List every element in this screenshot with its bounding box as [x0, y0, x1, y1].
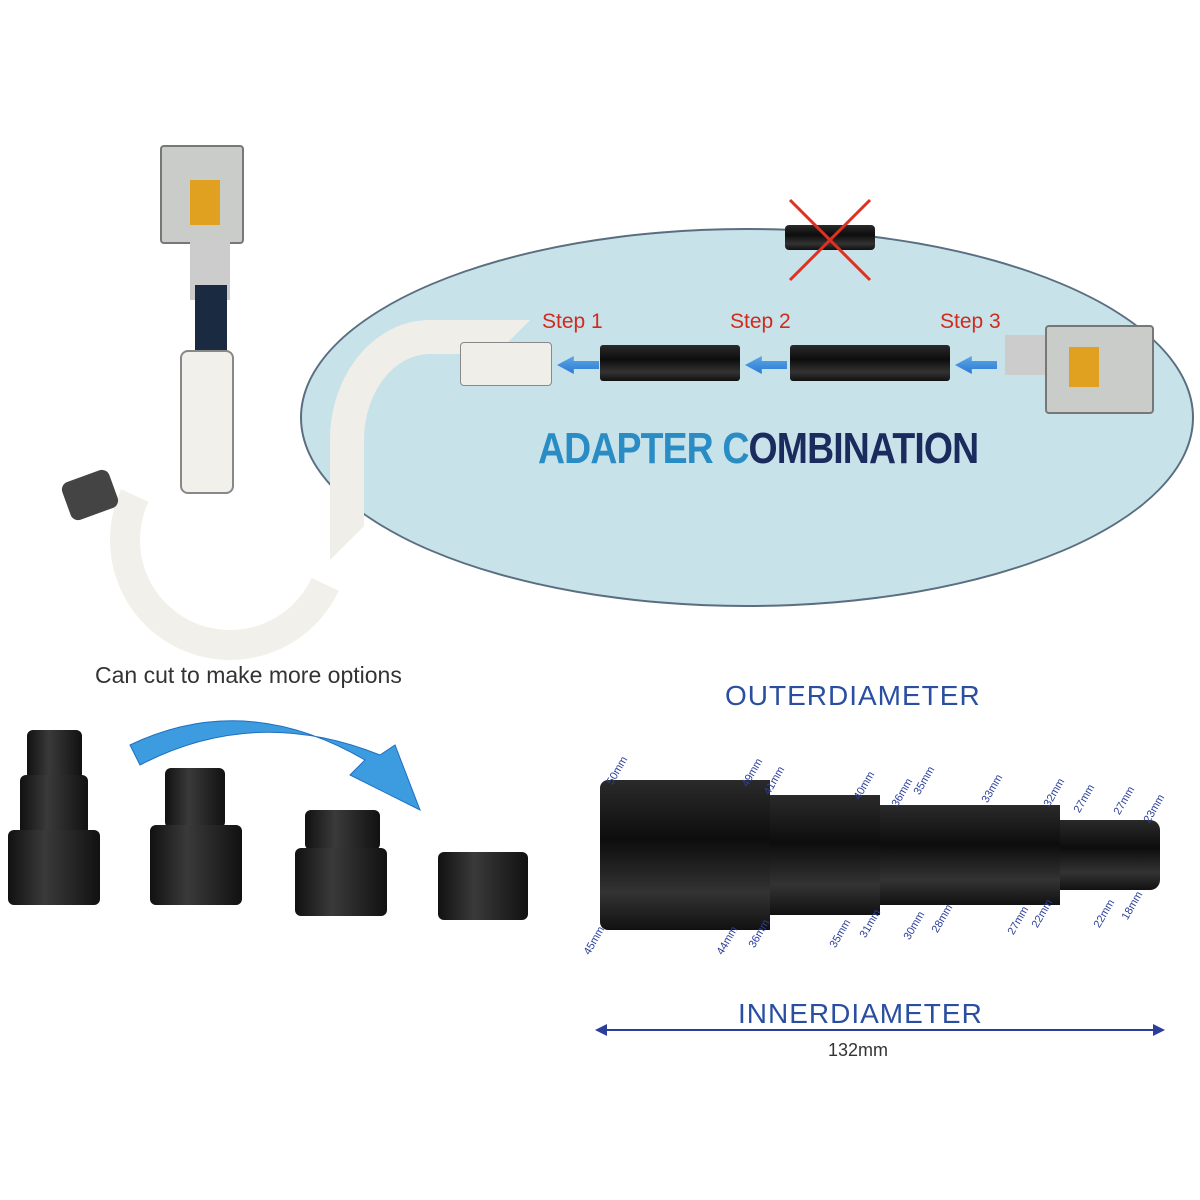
cut-caption: Can cut to make more options: [95, 662, 402, 688]
adapter-full-base: [8, 830, 100, 905]
adapter-combination-title: ADAPTER COMBINATION: [538, 424, 980, 474]
dimension-adapter: [600, 780, 1160, 930]
adapter-step-2: [600, 345, 740, 381]
adapter-cut-1: [165, 768, 225, 828]
adapter-cut-1-base: [150, 825, 242, 905]
adapter-step-3: [790, 345, 950, 381]
inner-diameter-label: INNERDIAMETER: [738, 998, 983, 1029]
adapter-full: [27, 730, 82, 780]
tool-cuff: [59, 467, 121, 523]
crossed-adapter: [785, 198, 875, 282]
length-label: 132mm: [828, 1040, 889, 1060]
brush-head: [160, 145, 244, 244]
adapter-cut-2: [305, 810, 380, 850]
step-1-label: Step 1: [542, 310, 603, 333]
cross-icon: [788, 198, 872, 282]
outer-diameter-label: OUTERDIAMETER: [725, 680, 981, 711]
hose-end: [460, 342, 552, 386]
adapter-cut-3: [438, 852, 528, 920]
brush-head-horizontal: [1045, 325, 1154, 414]
brush-tool-horizontal: [1005, 335, 1045, 375]
title-part-2: OMBINATION: [748, 424, 980, 473]
tool-adapter: [195, 285, 227, 355]
inner-dim: 45mm: [581, 924, 608, 957]
step-2-label: Step 2: [730, 310, 791, 333]
adapter-cut-2-base: [295, 848, 387, 916]
curved-arrow-icon: [129, 720, 421, 812]
adapter-full-mid: [20, 775, 88, 835]
tool-body: [180, 350, 234, 494]
step-3-label: Step 3: [940, 310, 1001, 333]
length-arrow-icon: [595, 1024, 1165, 1036]
brush-window: [190, 180, 220, 225]
title-part-1: ADAPTER C: [538, 424, 749, 473]
